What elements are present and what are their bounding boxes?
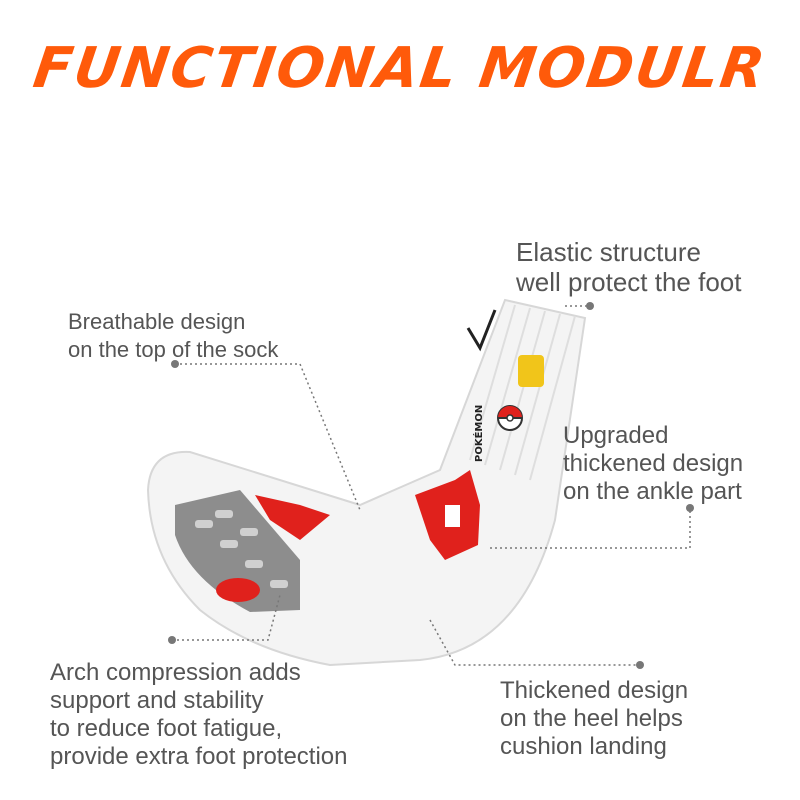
callout-ankle-design: Upgraded thickened design on the ankle p… [563, 422, 743, 506]
callout-line: Elastic structure [516, 237, 701, 267]
callout-elastic-structure: Elastic structure well protect the foot [516, 237, 741, 297]
callout-line: support and stability [50, 687, 264, 714]
callout-line: to reduce foot fatigue, [50, 715, 283, 742]
leader-dots [168, 302, 694, 669]
callout-line: Upgraded [563, 422, 669, 449]
callout-line: provide extra foot protection [50, 743, 348, 770]
callout-line: well protect the foot [516, 267, 742, 297]
callout-line: Breathable design [68, 309, 246, 334]
sock-brand-text: POKÉMON [472, 405, 485, 462]
callout-line: cushion landing [500, 733, 667, 760]
callout-line: on the heel helps [500, 705, 683, 732]
callout-arch-compression: Arch compression adds support and stabil… [50, 659, 348, 771]
callout-line: Arch compression adds [50, 659, 301, 686]
callout-line: Thickened design [500, 677, 689, 704]
callout-line: on the top of the sock [68, 337, 279, 362]
callout-line: thickened design [563, 450, 744, 477]
sock-image [146, 298, 587, 667]
callout-breathable-design: Breathable design on the top of the sock [68, 308, 278, 364]
leader-lines [172, 305, 691, 666]
callout-line: on the ankle part [563, 478, 742, 505]
callout-heel-design: Thickened design on the heel helps cushi… [500, 677, 688, 761]
